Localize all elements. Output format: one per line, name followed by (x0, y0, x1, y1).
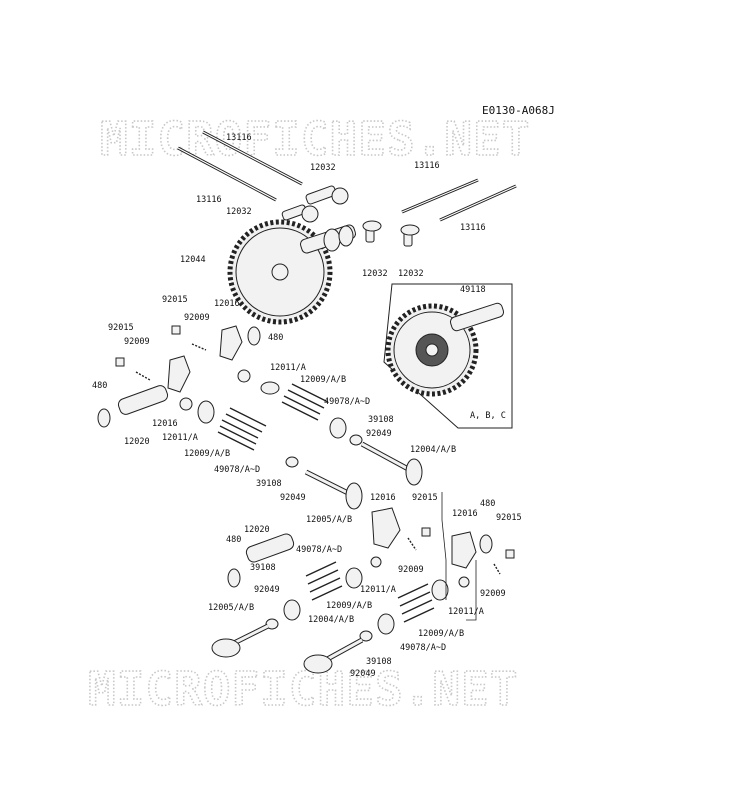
watermark-bottom: MICROFICHES.NET (88, 662, 518, 716)
part-label: 13116 (414, 161, 440, 171)
part-label: 12032 (362, 269, 388, 279)
part-label: 12020 (124, 437, 150, 447)
part-label: 12009/A/B (418, 629, 464, 639)
part-label: 49118 (460, 285, 486, 295)
part-label: 92015 (496, 513, 522, 523)
part-label: 92009 (480, 589, 506, 599)
part-label: 13116 (226, 133, 252, 143)
part-label: 13116 (460, 223, 486, 233)
part-label: 12004/A/B (308, 615, 354, 625)
camshaft-gear (227, 219, 356, 325)
part-label: 12011/A (360, 585, 396, 595)
part-label: 92049 (350, 669, 376, 679)
part-label: 92009 (124, 337, 150, 347)
part-label: 39108 (366, 657, 392, 667)
part-label: 12011/A (448, 607, 484, 617)
part-labels: 13116 12032 13116 12032 13116 13116 1204… (92, 133, 522, 679)
part-label: 12032 (398, 269, 424, 279)
part-label: 12011/A (270, 363, 306, 373)
part-label: 12009/A/B (300, 375, 346, 385)
camshaft-inset: A, B, C (383, 283, 513, 429)
inset-note: A, B, C (470, 411, 506, 421)
part-label: 12020 (244, 525, 270, 535)
part-label: 12016 (214, 299, 240, 309)
leader-brackets (441, 492, 477, 621)
valve-springs (217, 383, 435, 623)
part-label: 39108 (250, 563, 276, 573)
part-label: 49078/A~D (296, 545, 342, 555)
part-label: 92049 (280, 493, 306, 503)
part-label: 480 (226, 535, 241, 545)
part-label: 480 (92, 381, 107, 391)
part-label: 12009/A/B (326, 601, 372, 611)
part-label: 92015 (108, 323, 134, 333)
part-label: 92015 (162, 295, 188, 305)
part-label: 12016 (152, 419, 178, 429)
part-label: 39108 (368, 415, 394, 425)
part-label: 12016 (370, 493, 396, 503)
diagram-code: E0130-A068J (482, 104, 555, 117)
part-label: 92049 (254, 585, 280, 595)
part-label: 12009/A/B (184, 449, 230, 459)
part-label: 12011/A (162, 433, 198, 443)
tappets (281, 185, 420, 247)
part-label: 480 (268, 333, 283, 343)
part-label: 49078/A~D (400, 643, 446, 653)
push-rods (177, 130, 517, 222)
part-label: 480 (480, 499, 495, 509)
part-label: 12032 (310, 163, 336, 173)
part-label: 92009 (398, 565, 424, 575)
part-label: 12005/A/B (208, 603, 254, 613)
part-label: 49078/A~D (324, 397, 370, 407)
part-label: 39108 (256, 479, 282, 489)
part-label: 12016 (452, 509, 478, 519)
rocker-shafts (117, 385, 295, 563)
small-parts (97, 325, 515, 642)
part-label: 12044 (180, 255, 206, 265)
part-label: 49078/A~D (214, 465, 260, 475)
part-label: 12032 (226, 207, 252, 217)
part-label: 12004/A/B (410, 445, 456, 455)
part-label: 92015 (412, 493, 438, 503)
part-label: 92009 (184, 313, 210, 323)
part-label: 92049 (366, 429, 392, 439)
valves (211, 441, 423, 674)
rocker-arms (167, 325, 477, 569)
part-label: 13116 (196, 195, 222, 205)
watermark-top: MICROFICHES.NET (100, 112, 530, 166)
part-label: 12005/A/B (306, 515, 352, 525)
